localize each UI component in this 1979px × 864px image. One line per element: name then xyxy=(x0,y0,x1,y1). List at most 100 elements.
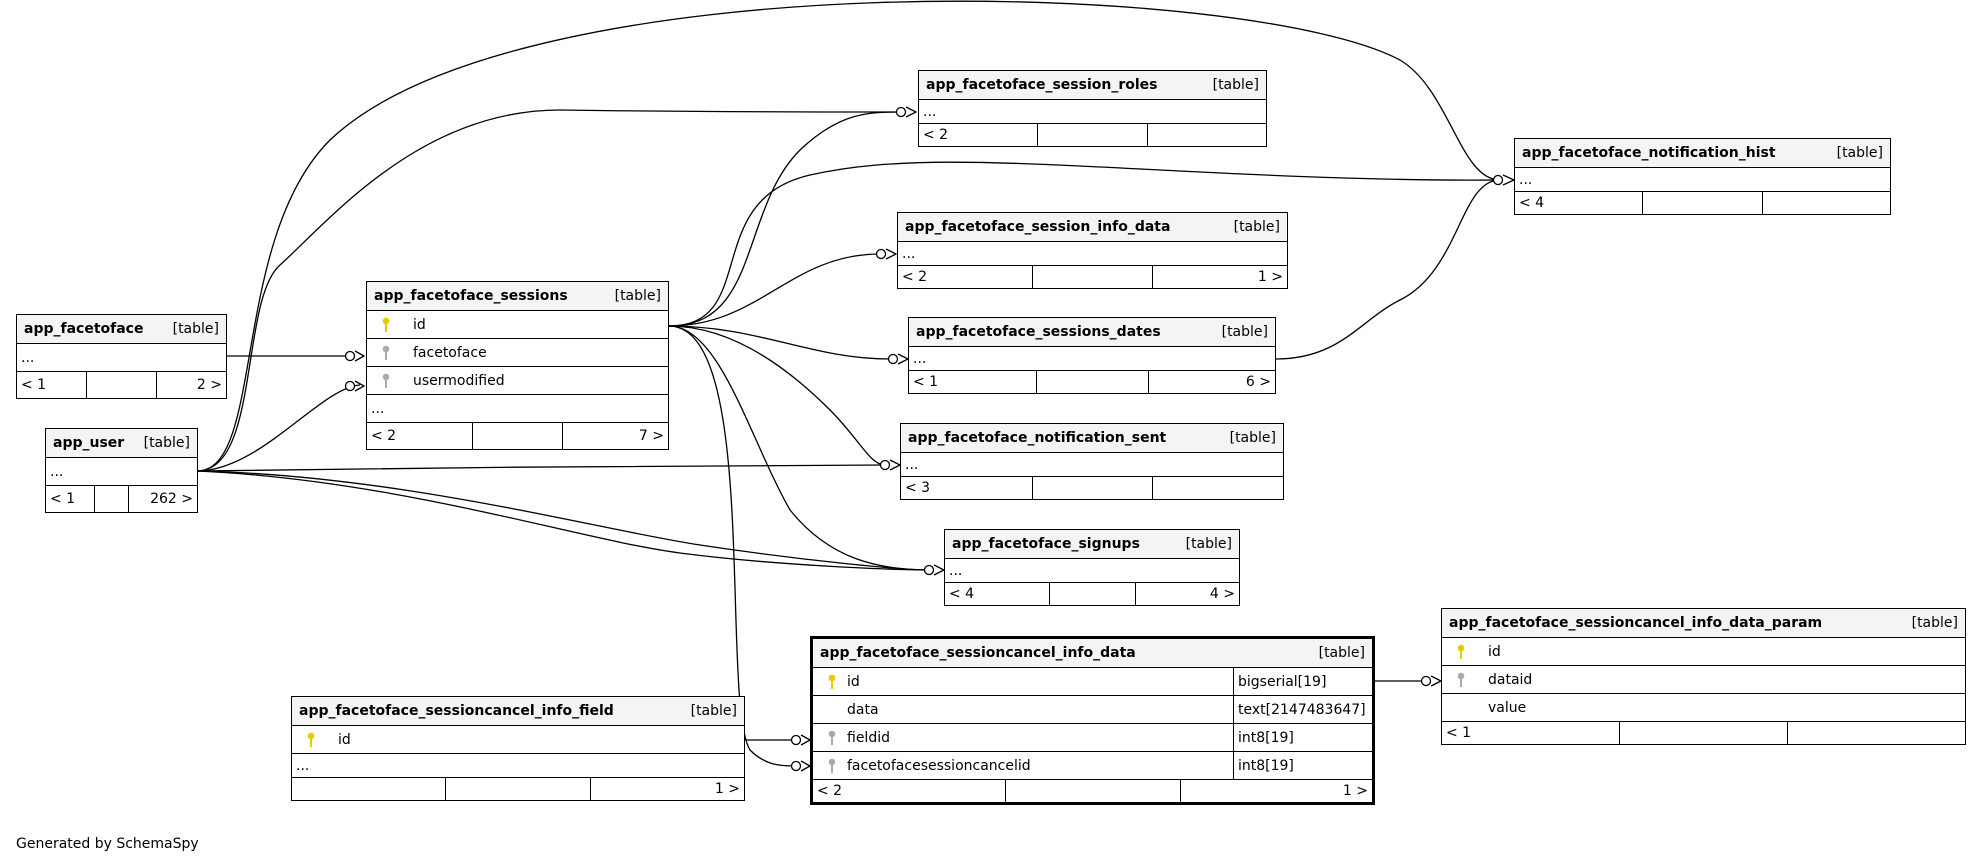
column-name: ... xyxy=(371,400,385,417)
column-name: ... xyxy=(949,562,963,579)
table-app-facetoface-sessions-dates[interactable]: app_facetoface_sessions_dates [table] ..… xyxy=(908,317,1276,394)
parents-count: < 4 xyxy=(1519,195,1545,211)
column-name: ... xyxy=(50,463,64,480)
table-header: app_facetoface_sessioncancel_info_data [… xyxy=(813,639,1372,668)
foreign-key-icon xyxy=(375,373,397,389)
table-footer: < 1 2 > xyxy=(17,372,226,398)
column-name: value xyxy=(1488,699,1527,716)
table-footer: < 4 4 > xyxy=(945,583,1239,605)
table-name: app_facetoface_sessioncancel_info_field xyxy=(299,703,614,719)
relationship-line xyxy=(196,109,901,472)
column-type: int8[19] xyxy=(1233,724,1294,751)
table-name: app_facetoface_notification_sent xyxy=(908,430,1167,446)
table-type: [table] xyxy=(1212,77,1259,93)
table-header: app_user [table] xyxy=(46,429,197,458)
table-type: [table] xyxy=(1911,615,1958,631)
table-app-facetoface-sessioncancel-info-field[interactable]: app_facetoface_sessioncancel_info_field … xyxy=(291,696,745,801)
table-name: app_facetoface_notification_hist xyxy=(1522,145,1776,161)
parents-count: < 4 xyxy=(949,586,975,602)
table-name: app_facetoface xyxy=(24,321,144,337)
generated-by-label: Generated by SchemaSpy xyxy=(16,836,199,852)
table-header: app_facetoface_sessioncancel_info_data_p… xyxy=(1442,609,1965,638)
table-name: app_facetoface_sessions_dates xyxy=(916,324,1161,340)
column-row: id bigserial[19] xyxy=(813,668,1372,696)
column-name: usermodified xyxy=(413,372,505,389)
table-footer: < 2 1 > xyxy=(898,266,1287,288)
column-row: ... xyxy=(919,100,1266,124)
foreign-key-icon xyxy=(821,758,843,774)
table-type: [table] xyxy=(1221,324,1268,340)
cardinality-circle xyxy=(887,353,899,365)
relationship-line xyxy=(196,464,886,472)
primary-key-icon xyxy=(300,732,322,748)
table-app-facetoface-session-roles[interactable]: app_facetoface_session_roles [table] ...… xyxy=(918,70,1267,147)
table-footer: < 3 xyxy=(901,477,1283,499)
table-app-facetoface-sessioncancel-info-data-param[interactable]: app_facetoface_sessioncancel_info_data_p… xyxy=(1441,608,1966,745)
parents-count: < 2 xyxy=(923,127,949,143)
column-row: ... xyxy=(945,559,1239,583)
crowfoot-icon xyxy=(1502,174,1516,186)
column-row: ... xyxy=(1515,168,1890,192)
crowfoot-icon xyxy=(889,459,902,471)
relationship-line xyxy=(196,384,361,472)
table-type: [table] xyxy=(1318,645,1365,661)
column-name: ... xyxy=(902,245,916,262)
table-app-facetoface-notification-sent[interactable]: app_facetoface_notification_sent [table]… xyxy=(900,423,1284,500)
table-app-facetoface-notification-hist[interactable]: app_facetoface_notification_hist [table]… xyxy=(1514,138,1891,215)
column-name: ... xyxy=(913,350,927,367)
table-footer: < 1 6 > xyxy=(909,371,1275,393)
table-app-facetoface-session-info-data[interactable]: app_facetoface_session_info_data [table]… xyxy=(897,212,1288,289)
relationship-line xyxy=(668,111,901,327)
column-row: id xyxy=(1442,638,1965,666)
children-count: 1 > xyxy=(590,778,744,800)
footer-cell xyxy=(1004,780,1180,802)
table-footer: < 1 xyxy=(1442,722,1965,744)
cardinality-circle xyxy=(923,564,935,576)
parents-count: < 2 xyxy=(817,783,843,799)
footer-cell xyxy=(1619,722,1787,744)
column-row: ... xyxy=(46,458,197,486)
column-row: ... xyxy=(898,242,1287,266)
parents-count: < 3 xyxy=(905,480,931,496)
crowfoot-icon xyxy=(885,248,898,260)
foreign-key-icon xyxy=(821,730,843,746)
table-app-facetoface[interactable]: app_facetoface [table] ... < 1 2 > xyxy=(16,314,227,399)
crowfoot-icon xyxy=(800,760,812,772)
cardinality-circle xyxy=(895,106,907,118)
table-header: app_facetoface_sessions_dates [table] xyxy=(909,318,1275,347)
column-name: ... xyxy=(296,757,310,774)
table-header: app_facetoface_session_info_data [table] xyxy=(898,213,1287,242)
column-name: id xyxy=(413,316,426,333)
column-row: ... xyxy=(909,347,1275,371)
footer-cell xyxy=(1032,266,1152,288)
children-count: 262 > xyxy=(128,486,197,512)
table-header: app_facetoface_notification_sent [table] xyxy=(901,424,1283,453)
column-row: usermodified xyxy=(367,367,668,395)
table-type: [table] xyxy=(690,703,737,719)
foreign-key-icon xyxy=(375,345,397,361)
crowfoot-icon xyxy=(1430,675,1443,687)
relationship-line xyxy=(668,253,881,327)
table-app-user[interactable]: app_user [table] ... < 1 262 > xyxy=(45,428,198,513)
column-row: facetofacesessioncancelid int8[19] xyxy=(813,752,1372,780)
parents-count: < 1 xyxy=(50,491,76,507)
relationship-line xyxy=(668,325,891,360)
relationship-line xyxy=(668,325,886,466)
table-app-facetoface-signups[interactable]: app_facetoface_signups [table] ... < 4 4… xyxy=(944,529,1240,606)
relationship-line xyxy=(668,325,801,767)
table-name: app_facetoface_sessioncancel_info_data xyxy=(820,645,1136,661)
children-count: 7 > xyxy=(562,423,668,449)
cardinality-circle xyxy=(1420,675,1432,687)
column-type: int8[19] xyxy=(1233,752,1294,779)
column-name: dataid xyxy=(1488,671,1533,688)
table-footer: < 2 xyxy=(919,124,1266,146)
table-app-facetoface-sessioncancel-info-data[interactable]: app_facetoface_sessioncancel_info_data [… xyxy=(810,636,1375,805)
footer-cell xyxy=(1037,124,1147,146)
table-name: app_facetoface_signups xyxy=(952,536,1140,552)
footer-cell xyxy=(1642,192,1762,214)
column-row: id xyxy=(292,726,744,754)
table-app-facetoface-sessions[interactable]: app_facetoface_sessions [table] id facet… xyxy=(366,281,669,450)
table-name: app_facetoface_session_info_data xyxy=(905,219,1171,235)
table-type: [table] xyxy=(143,435,190,451)
